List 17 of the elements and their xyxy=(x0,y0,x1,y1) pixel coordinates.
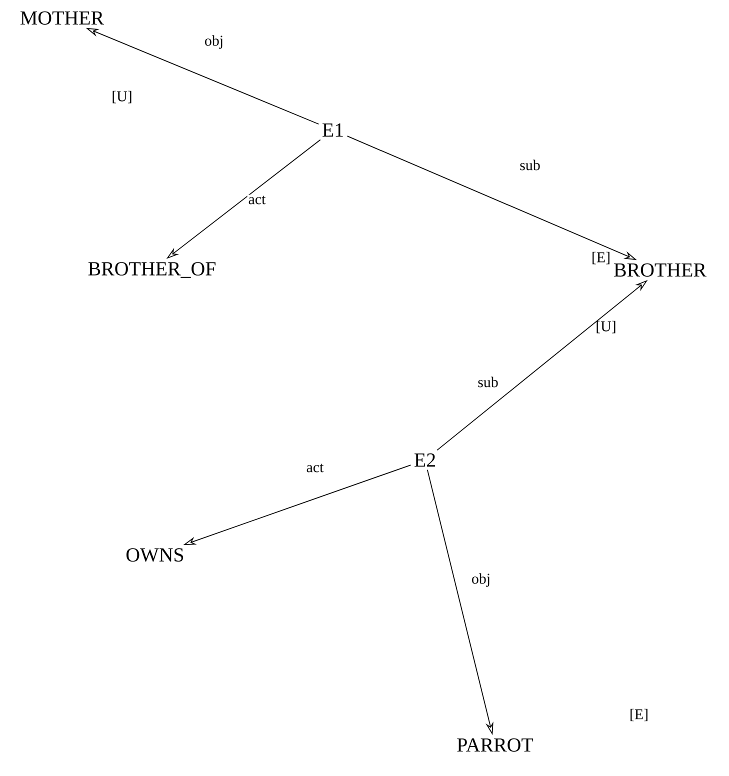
node-label: E1 xyxy=(322,123,343,137)
end-marker: [U] xyxy=(596,320,616,334)
node-label: E2 xyxy=(414,453,435,467)
end-marker: [U] xyxy=(112,90,132,104)
edge-label: obj xyxy=(203,34,225,50)
edge-label: obj xyxy=(470,572,492,588)
node-label: PARROT xyxy=(457,738,534,752)
edge-label: sub xyxy=(476,376,500,388)
edge-label: act xyxy=(305,462,325,474)
edge-label: sub xyxy=(518,158,542,172)
node-label: OWNS xyxy=(126,548,184,562)
end-marker: [E] xyxy=(630,708,648,722)
node-label: BROTHER_OF xyxy=(88,262,216,278)
node-label: BROTHER xyxy=(614,263,706,277)
node-label: MOTHER xyxy=(20,11,104,25)
edge-label: act xyxy=(247,194,267,206)
end-marker: [E] xyxy=(592,252,610,264)
